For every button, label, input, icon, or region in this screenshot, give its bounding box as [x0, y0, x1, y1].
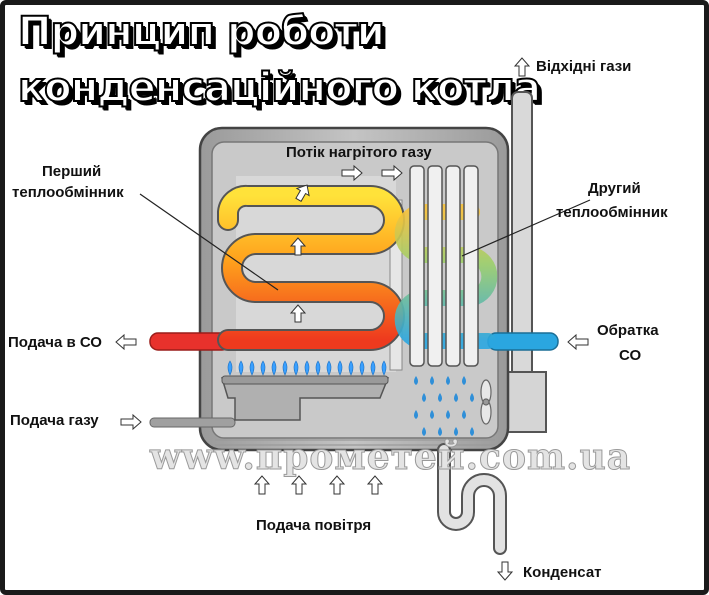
- arrow-up-icon: [366, 475, 384, 495]
- second-heat-exchanger-fins: [409, 165, 479, 367]
- droplet-icon: [414, 376, 418, 385]
- arrow-up-icon: [295, 184, 310, 202]
- arrow-up-icon: [290, 475, 308, 495]
- droplet-icon: [454, 427, 458, 436]
- label-supply-heating: Подача в СО: [8, 334, 102, 351]
- droplet-icon: [430, 410, 434, 419]
- label-condensate: Конденсат: [523, 564, 602, 581]
- flame-icon: [238, 360, 244, 376]
- flame-icon: [337, 360, 343, 376]
- flame-icon: [304, 360, 310, 376]
- label-air-supply: Подача повітря: [256, 517, 372, 534]
- flame-icon: [315, 360, 321, 376]
- droplet-icon: [438, 393, 442, 402]
- arrow-right-icon: [341, 164, 363, 182]
- arrow-left-icon: [115, 333, 137, 351]
- arrow-up-icon: [289, 304, 307, 323]
- flame-icon: [326, 360, 332, 376]
- return-pipe: [487, 332, 559, 351]
- title-line-1: Принцип роботи: [17, 9, 386, 55]
- exhaust-chimney: [505, 91, 547, 433]
- flame-icon: [260, 360, 266, 376]
- gas-pipe: [149, 417, 236, 428]
- flame-icon: [293, 360, 299, 376]
- droplet-icon: [422, 393, 426, 402]
- flame-icon: [271, 360, 277, 376]
- droplet-icon: [414, 410, 418, 419]
- label-return-heating-line2: СО: [619, 347, 642, 364]
- flame-icon: [282, 360, 288, 376]
- droplet-icon: [422, 427, 426, 436]
- flame-icon: [381, 360, 387, 376]
- label-first-exchanger-line2: теплообмінник: [12, 184, 124, 201]
- droplet-icon: [446, 410, 450, 419]
- label-return-heating-line1: Обратка: [597, 322, 659, 339]
- flame-icon: [348, 360, 354, 376]
- droplet-icon: [470, 393, 474, 402]
- arrow-right-icon: [120, 413, 142, 431]
- label-first-exchanger-line1: Перший: [42, 163, 102, 180]
- droplet-icon: [470, 427, 474, 436]
- label-second-exchanger-line1: Другий: [588, 180, 641, 197]
- arrow-up-icon: [513, 57, 531, 77]
- burner: [220, 377, 390, 421]
- burner-flames: [227, 360, 387, 376]
- label-gas-supply: Подача газу: [10, 412, 99, 429]
- arrow-left-icon: [567, 333, 589, 351]
- flame-icon: [370, 360, 376, 376]
- arrow-right-icon: [381, 164, 403, 182]
- label-exhaust: Відхідні гази: [536, 58, 632, 75]
- flame-icon: [227, 360, 233, 376]
- droplet-icon: [438, 427, 442, 436]
- droplet-icon: [430, 376, 434, 385]
- flame-icon: [249, 360, 255, 376]
- droplet-icon: [446, 376, 450, 385]
- flame-icon: [359, 360, 365, 376]
- droplet-icon: [462, 376, 466, 385]
- arrow-up-icon: [253, 475, 271, 495]
- arrow-down-icon: [496, 561, 514, 581]
- pointer-second-exchanger: [461, 199, 591, 257]
- fan-icon: [480, 379, 492, 425]
- flow-arrows: [289, 164, 403, 323]
- title-line-2: конденсаційного котла: [17, 65, 542, 111]
- label-second-exchanger-line2: теплообмінник: [556, 204, 668, 221]
- arrow-up-icon: [289, 237, 307, 256]
- watermark: www.прометей.com.ua: [150, 436, 632, 478]
- droplet-icon: [462, 410, 466, 419]
- pointer-first-exchanger: [139, 193, 279, 291]
- arrow-up-icon: [328, 475, 346, 495]
- second-heat-exchanger-coil: [394, 204, 498, 349]
- condensate-droplets: [414, 376, 474, 436]
- droplet-icon: [454, 393, 458, 402]
- label-hot-gas-flow: Потік нагрітого газу: [286, 144, 432, 161]
